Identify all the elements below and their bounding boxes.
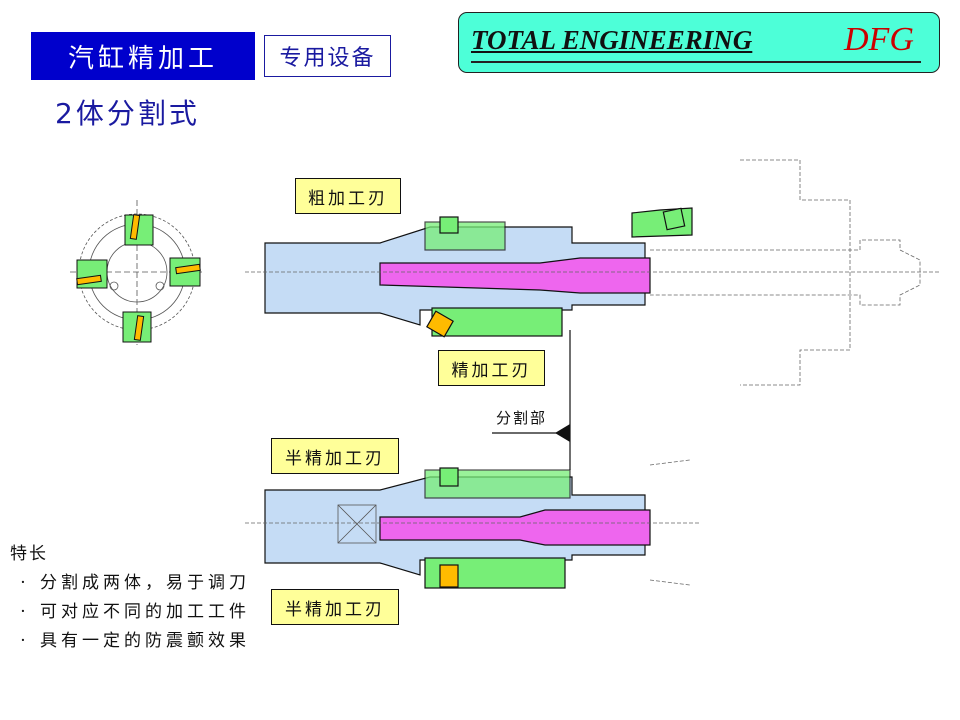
label-finish-cutter: 精加工刃 [438,350,545,386]
bullet-icon: · [20,602,30,622]
label-semi-finish-bottom: 半精加工刃 [271,589,399,625]
bottom-shaft [379,509,651,546]
top-rough-insert [439,216,459,234]
bullet-icon: · [20,573,30,593]
brand-name: TOTAL ENGINEERING [471,25,753,55]
brand-company: DFG [844,21,914,58]
features-list: 特长 · 分割成两体，易于调刀 · 可对应不同的加工工件 · 具有一定的防震颤效果 [10,540,250,656]
top-finish-insert [426,310,454,338]
top-shaft [379,257,651,294]
bottom-spindle-outline [245,459,700,586]
insert-bottom [133,315,145,341]
category-tag: 专用设备 [264,35,391,77]
bottom-semi-insert-top [439,467,459,487]
brand-banner: TOTAL ENGINEERING DFG [458,12,940,73]
insert-top [129,214,141,240]
top-assembly [264,207,693,338]
top-finish-holder [431,307,563,337]
top-right-insert [662,207,686,231]
top-spindle-outline [245,159,940,386]
feature-item: · 分割成两体，易于调刀 [10,569,250,598]
features-heading: 特长 [10,544,48,564]
insert-left [76,274,102,286]
feature-item: · 可对应不同的加工工件 [10,598,250,627]
insert-right [175,263,201,275]
bottom-assembly [264,467,651,589]
feature-text: 分割成两体，易于调刀 [40,573,250,593]
bottom-semi-insert-bottom [439,564,459,588]
bottom-window [337,504,377,544]
page-subtitle: 2体分割式 [55,97,200,130]
label-split-section: 分割部 [496,409,548,427]
label-rough-cutter: 粗加工刃 [295,178,401,214]
end-view-holders [76,214,201,343]
feature-text: 具有一定的防震颤效果 [40,631,250,651]
bullet-icon: · [20,631,30,651]
feature-text: 可对应不同的加工工件 [40,602,250,622]
top-rough-holder [424,221,506,251]
brand-underline [471,61,921,63]
split-marker [492,330,571,470]
label-semi-finish-top: 半精加工刃 [271,438,399,474]
feature-item: · 具有一定的防震颤效果 [10,627,250,656]
page-title: 汽缸精加工 [31,32,255,80]
